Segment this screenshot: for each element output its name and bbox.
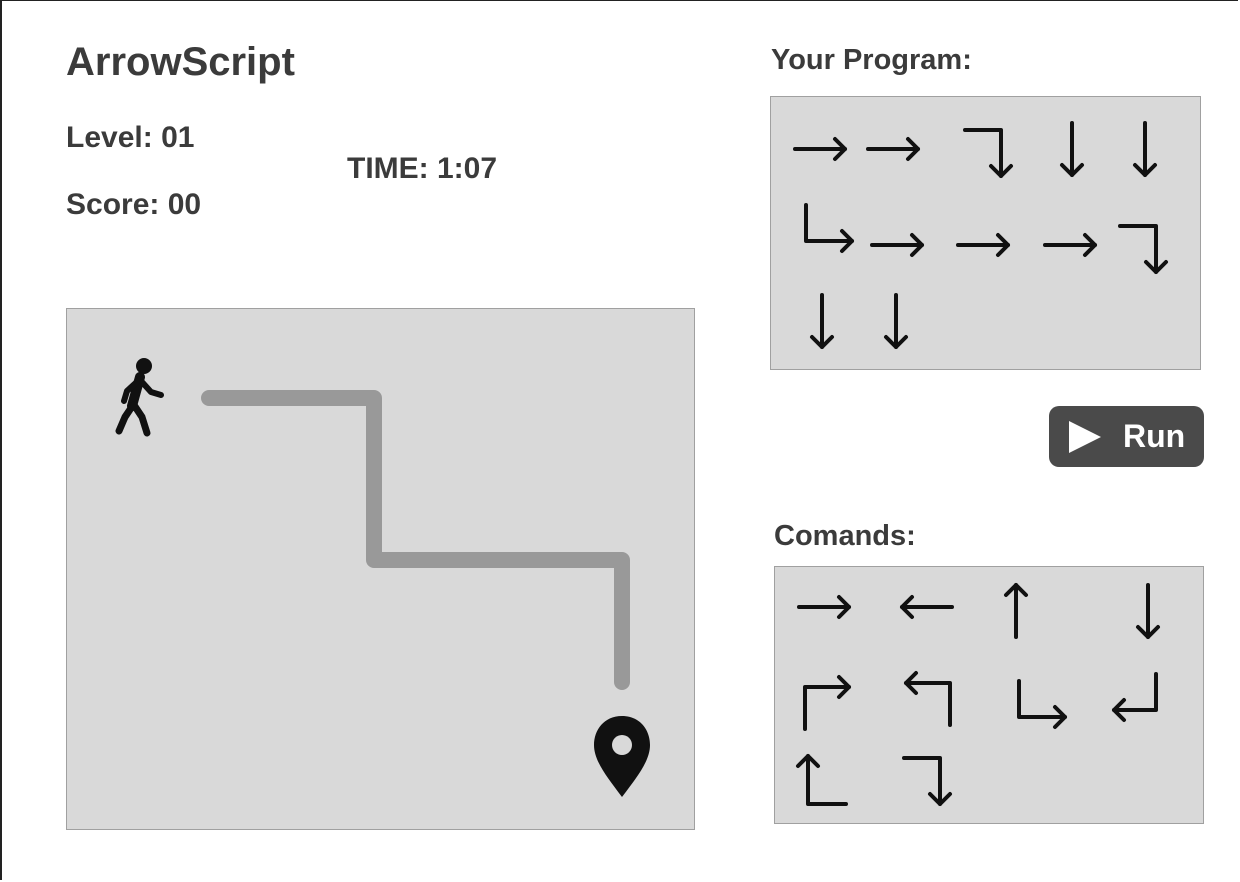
command-left-icon[interactable]: [898, 577, 958, 637]
command-up-icon[interactable]: [987, 581, 1047, 641]
play-icon: [1069, 421, 1101, 453]
program-step-down-then-right-icon: [804, 203, 854, 253]
program-heading: Your Program:: [771, 44, 972, 76]
program-step-right-icon: [956, 233, 1010, 257]
program-step-right-icon: [793, 137, 847, 161]
program-step-down-icon: [1133, 121, 1157, 177]
command-up-then-right-icon[interactable]: [797, 673, 857, 733]
program-step-right-icon: [1043, 233, 1097, 257]
program-step-right-then-down-icon: [1118, 224, 1168, 274]
program-step-down-icon: [810, 293, 834, 349]
walking-person-icon: [115, 358, 164, 437]
timer-display: TIME: 1:07: [347, 152, 497, 186]
score-display: Score: 00: [66, 188, 201, 222]
program-step-down-icon: [884, 293, 908, 349]
level-display: Level: 01: [66, 121, 194, 155]
timer-value: 1:07: [437, 152, 498, 185]
command-right-icon[interactable]: [795, 577, 855, 637]
level-value: 01: [161, 121, 195, 154]
command-left-then-up-icon[interactable]: [790, 750, 850, 810]
route-path: [201, 390, 630, 690]
run-button[interactable]: Run: [1049, 406, 1204, 467]
program-step-down-icon: [1060, 121, 1084, 177]
command-down-then-right-icon[interactable]: [1011, 677, 1071, 737]
command-right-up-then-left-icon[interactable]: [1106, 670, 1166, 730]
run-button-label: Run: [1123, 418, 1186, 454]
timer-label: TIME:: [347, 152, 429, 185]
program-step-right-icon: [866, 137, 920, 161]
location-pin-icon: [594, 716, 650, 797]
command-up-then-left-icon[interactable]: [898, 669, 958, 729]
commands-heading: Comands:: [774, 520, 916, 552]
program-step-right-icon: [870, 233, 924, 257]
command-right-then-down-icon[interactable]: [900, 750, 960, 810]
program-step-right-then-down-icon: [963, 128, 1013, 178]
app-title: ArrowScript: [66, 40, 295, 84]
game-board: [66, 308, 695, 830]
score-label: Score:: [66, 188, 160, 221]
score-value: 00: [167, 188, 202, 221]
command-down-icon[interactable]: [1119, 581, 1179, 641]
level-label: Level:: [66, 121, 153, 154]
board-canvas: [115, 358, 650, 797]
